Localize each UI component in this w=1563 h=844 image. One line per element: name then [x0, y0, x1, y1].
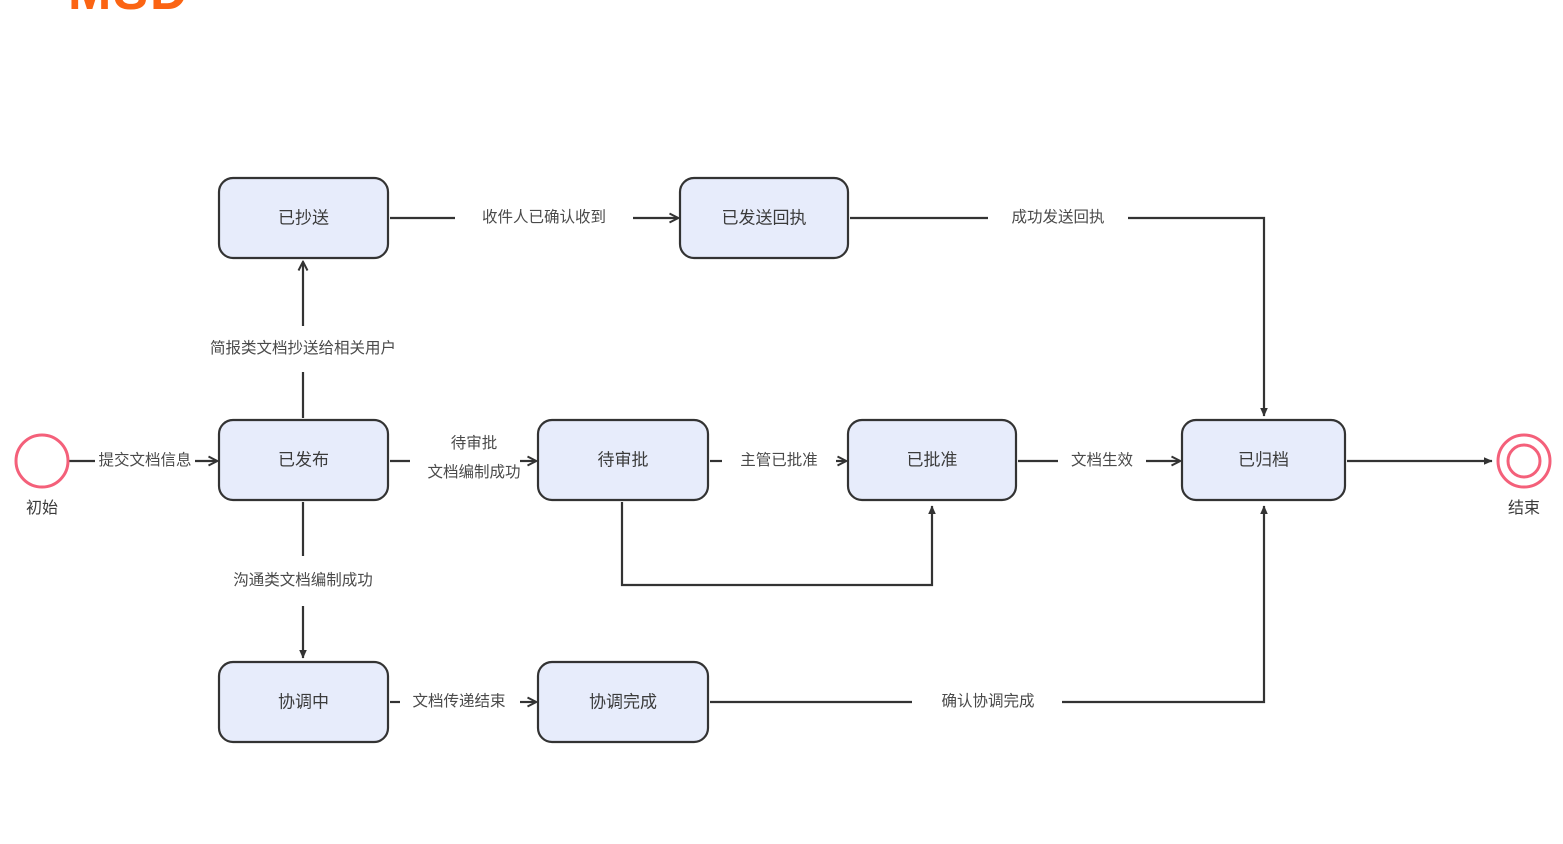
state-node-coordinated[interactable]: 协调完成	[536, 660, 710, 744]
edge-label-e2: 简报类文档抄送给相关用户	[210, 339, 396, 357]
edge-label-e5-line1: 待审批	[451, 434, 498, 452]
edge-recipient-confirmed-receipt: 收件人已确认收到	[390, 208, 678, 226]
edge-line-e11-seg2	[1062, 505, 1268, 704]
state-node-approved-rect[interactable]	[846, 418, 1018, 502]
end-state[interactable]: 结束	[1496, 433, 1552, 517]
start-state-label: 初始	[26, 499, 58, 517]
state-node-copied-rect[interactable]	[217, 176, 390, 260]
edge-label-e4: 成功发送回执	[1011, 208, 1104, 226]
state-node-archived-rect[interactable]	[1180, 418, 1347, 502]
logo-strip: MSD	[0, 0, 1563, 16]
edge-label-e10: 文档传递结束	[412, 692, 505, 710]
state-node-published[interactable]: 已发布	[217, 418, 390, 502]
end-state-inner-circle[interactable]	[1506, 443, 1542, 479]
state-node-pending-approval-label: 待审批	[598, 450, 649, 469]
edge-manager-approved: 主管已批准	[710, 451, 846, 469]
brand-logo: MSD	[68, 0, 190, 16]
edge-brief-doc-copy-to-users: 简报类文档抄送给相关用户	[210, 262, 396, 418]
end-state-label: 结束	[1508, 499, 1540, 517]
edge-label-e8: 文档生效	[1071, 451, 1133, 469]
edge-document-transfer-finished: 文档传递结束	[390, 692, 536, 710]
edge-label-e9: 沟通类文档编制成功	[233, 571, 373, 589]
state-node-coordinating-rect[interactable]	[217, 660, 390, 744]
edge-label-e3: 收件人已确认收到	[482, 208, 606, 226]
edge-label-e11: 确认协调完成	[941, 692, 1034, 710]
state-node-receipt-sent[interactable]: 已发送回执	[678, 176, 850, 260]
edge-submit-document-info: 提交文档信息	[68, 451, 217, 469]
edge-communication-doc-prepared: 沟通类文档编制成功	[233, 502, 373, 659]
start-state-circle[interactable]	[14, 433, 70, 489]
edge-document-effective: 文档生效	[1018, 451, 1180, 469]
edge-pending-approval-doc-prepared: 待审批 文档编制成功	[390, 434, 536, 481]
edge-label-e6: 主管已批准	[740, 451, 818, 469]
start-state[interactable]: 初始	[14, 433, 70, 517]
edge-line-e4-seg2	[1128, 216, 1268, 417]
state-node-pending-approval[interactable]: 待审批	[536, 418, 710, 502]
state-node-receipt-sent-rect[interactable]	[678, 176, 850, 260]
state-node-archived[interactable]: 已归档	[1180, 418, 1347, 502]
edge-label-e5-line2: 文档编制成功	[427, 463, 520, 481]
state-node-pending-approval-rect[interactable]	[536, 418, 710, 502]
state-node-approved-label: 已批准	[907, 450, 958, 469]
edge-coordination-confirmed: 确认协调完成	[710, 505, 1268, 710]
state-node-coordinating-label: 协调中	[278, 692, 329, 711]
edge-pending-to-approved-loop	[620, 502, 936, 587]
state-node-coordinated-label: 协调完成	[589, 692, 657, 711]
state-node-coordinated-rect[interactable]	[536, 660, 710, 744]
state-node-published-label: 已发布	[278, 450, 329, 469]
state-node-approved[interactable]: 已批准	[846, 418, 1018, 502]
edge-receipt-sent-successfully: 成功发送回执	[850, 208, 1268, 417]
state-node-copied[interactable]: 已抄送	[217, 176, 390, 260]
state-node-copied-label: 已抄送	[278, 208, 329, 227]
state-node-published-rect[interactable]	[217, 418, 390, 502]
edge-line-e7	[620, 502, 936, 587]
state-node-coordinating[interactable]: 协调中	[217, 660, 390, 744]
state-node-receipt-sent-label: 已发送回执	[722, 208, 807, 227]
state-node-archived-label: 已归档	[1238, 450, 1289, 469]
edge-label-e1: 提交文档信息	[98, 451, 191, 469]
